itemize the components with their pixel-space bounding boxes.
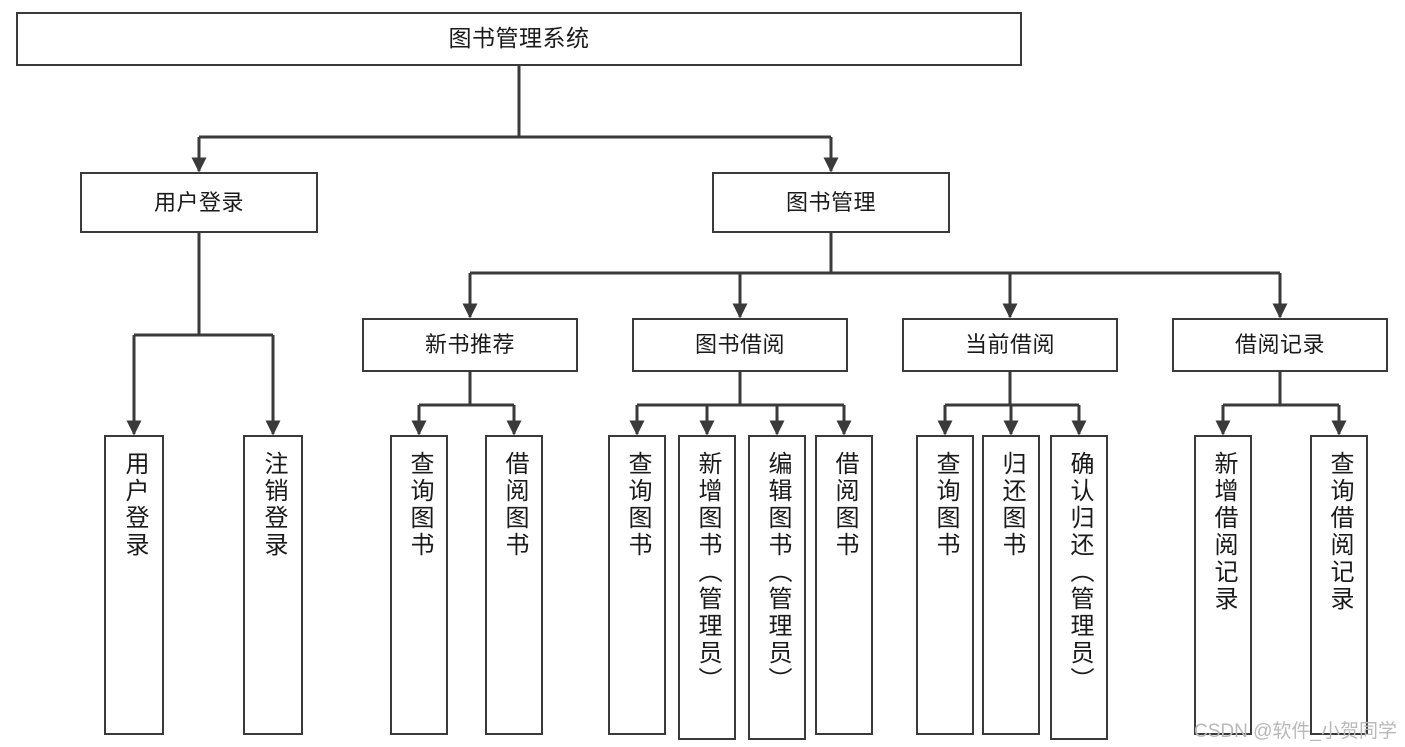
node-label: 借阅图书 [831,451,858,559]
node-label: 查询图书 [406,451,433,559]
node-label: 归还图书 [998,451,1025,559]
node-label: 图书借阅 [694,332,785,358]
node-leaf-rec-borrow[interactable]: 借阅图书 [485,435,543,735]
node-label: 用户登录 [121,451,148,559]
node-leaf-br-add[interactable]: 新增借阅记录 [1194,435,1252,735]
node-label: 用户登录 [153,189,244,215]
node-leaf-user-login[interactable]: 用户登录 [104,435,164,735]
node-label: 借阅图书 [501,451,528,559]
node-label: 图书管理 [785,189,876,215]
node-book-borrow[interactable]: 图书借阅 [632,318,848,372]
node-label: 查询借阅记录 [1326,451,1353,613]
node-leaf-br-query[interactable]: 查询借阅记录 [1310,435,1368,735]
node-label: 当前借阅 [964,332,1055,358]
node-leaf-logout[interactable]: 注销登录 [243,435,303,735]
node-leaf-bb-query[interactable]: 查询图书 [608,435,666,735]
node-label: 注销登录 [260,451,287,559]
node-label: 查询图书 [932,451,959,559]
node-leaf-bb-edit[interactable]: 编辑图书（管理员） [748,435,806,740]
node-leaf-cb-return[interactable]: 归还图书 [982,435,1040,735]
node-leaf-cb-confirm[interactable]: 确认归还（管理员） [1050,435,1108,740]
node-root[interactable]: 图书管理系统 [16,12,1022,66]
node-label: 编辑图书（管理员） [764,451,791,694]
node-label: 图书管理系统 [448,25,590,52]
node-book-manage[interactable]: 图书管理 [712,172,950,233]
node-label: 查询图书 [624,451,651,559]
node-user-login[interactable]: 用户登录 [80,172,318,233]
node-leaf-bb-borrow[interactable]: 借阅图书 [815,435,873,735]
node-leaf-rec-query[interactable]: 查询图书 [390,435,448,735]
node-new-book-rec[interactable]: 新书推荐 [362,318,578,372]
node-label: 新增图书（管理员） [694,451,721,694]
node-label: 新书推荐 [424,332,515,358]
node-current-borrow[interactable]: 当前借阅 [902,318,1118,372]
node-label: 借阅记录 [1234,332,1325,358]
node-leaf-bb-add[interactable]: 新增图书（管理员） [678,435,736,740]
node-leaf-cb-query[interactable]: 查询图书 [916,435,974,735]
watermark: CSDN @软件_小贺同学 [1194,721,1397,742]
node-label: 新增借阅记录 [1210,451,1237,613]
node-label: 确认归还（管理员） [1066,451,1093,694]
node-borrow-record[interactable]: 借阅记录 [1172,318,1388,372]
